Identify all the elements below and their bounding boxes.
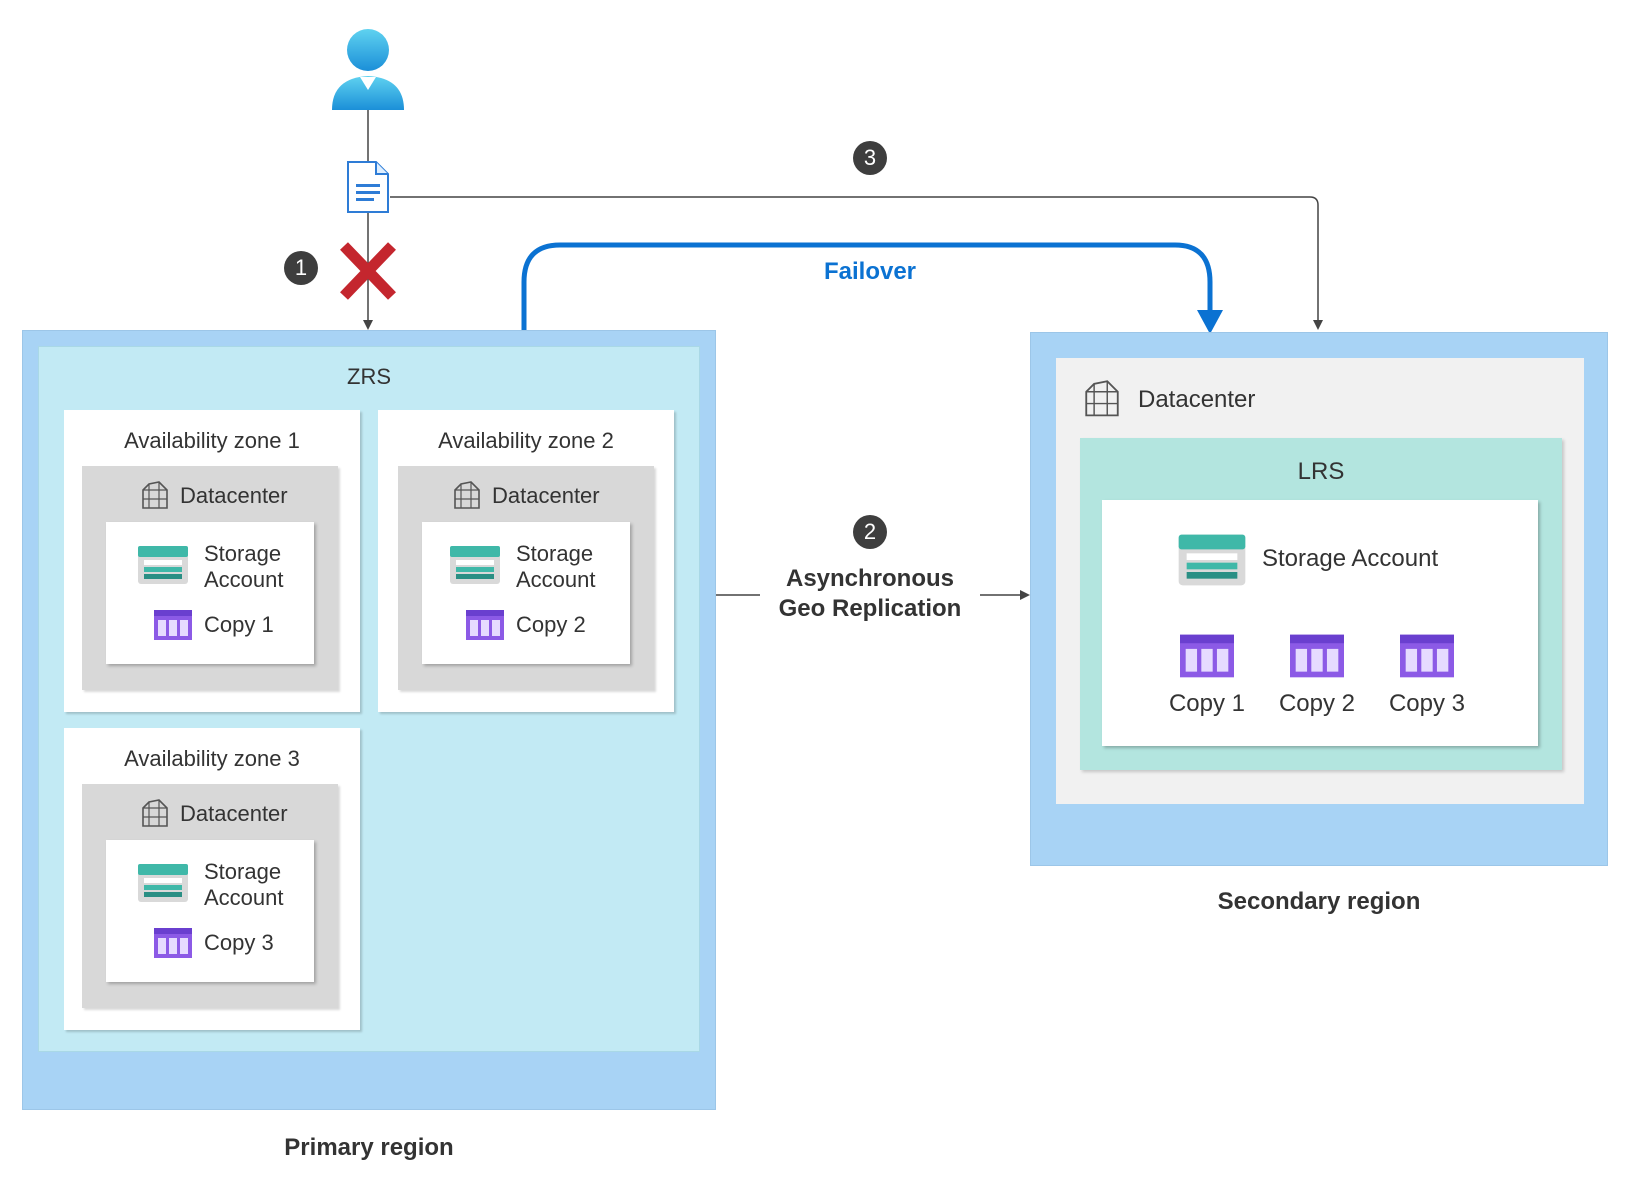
zone-3-storage-label: Storage Account [204, 859, 284, 911]
copy-icon [154, 928, 192, 958]
zone-1-storage-line1: Storage [204, 541, 282, 566]
secondary-datacenter-label: Datacenter [1138, 386, 1256, 413]
zone-2-storage-account [422, 522, 630, 664]
zone-3-storage-line1: Storage [204, 859, 282, 884]
zone-3-storage-line2: Account [204, 885, 284, 910]
document-to-secondary-arrow [390, 196, 1323, 330]
replication-label: Asynchronous Geo Replication [760, 564, 980, 624]
datacenter-icon [1085, 380, 1119, 417]
zone-1-storage-account [106, 522, 314, 664]
secondary-region-label: Secondary region [1217, 888, 1421, 915]
zone-1-storage-line2: Account [204, 567, 284, 592]
datacenter-icon [454, 481, 480, 509]
copy-icon [466, 610, 504, 640]
zone-2-copy-label: Copy 2 [516, 612, 586, 637]
document-icon [347, 161, 389, 213]
failover-arrowhead [1197, 310, 1223, 334]
step-badge-1: 1 [284, 251, 318, 285]
lrs-label: LRS [1297, 458, 1345, 485]
zone-3-datacenter-label: Datacenter [180, 801, 288, 826]
failover-arrow [521, 242, 1213, 330]
zone-2-datacenter-label: Datacenter [492, 483, 600, 508]
secondary-storage-account [1102, 500, 1538, 746]
step-badge-3: 3 [853, 141, 887, 175]
storage-account-icon [450, 546, 500, 584]
copy-icon [154, 610, 192, 640]
zone-1-datacenter-label: Datacenter [180, 483, 288, 508]
zone-1-storage-label: Storage Account [204, 541, 284, 593]
copy-icon [1180, 634, 1234, 678]
zrs-label: ZRS [347, 364, 391, 389]
storage-account-icon [1178, 534, 1246, 586]
datacenter-icon [142, 481, 168, 509]
failover-label: Failover [823, 258, 917, 285]
copy-icon [1290, 634, 1344, 678]
replication-label-line2: Geo Replication [778, 595, 962, 622]
zone-2-title: Availability zone 2 [438, 428, 614, 453]
zone-3-title: Availability zone 3 [124, 746, 300, 771]
copy-icon [1400, 634, 1454, 678]
datacenter-icon [142, 799, 168, 827]
user-icon [332, 29, 404, 110]
error-x-icon [340, 242, 396, 300]
secondary-copy-2-label: Copy 2 [1278, 690, 1356, 717]
zone-1-title: Availability zone 1 [124, 428, 300, 453]
secondary-copy-1-label: Copy 1 [1168, 690, 1246, 717]
storage-account-icon [138, 546, 188, 584]
primary-region-label: Primary region [284, 1134, 454, 1161]
zone-2-storage-line2: Account [516, 567, 596, 592]
zone-2-storage-label: Storage Account [516, 541, 596, 593]
zone-3-storage-account [106, 840, 314, 982]
storage-account-icon [138, 864, 188, 902]
zone-3-copy-label: Copy 3 [204, 930, 274, 955]
step-badge-2: 2 [853, 515, 887, 549]
replication-label-line1: Asynchronous [785, 565, 955, 592]
zone-1-copy-label: Copy 1 [204, 612, 274, 637]
secondary-copy-3-label: Copy 3 [1388, 690, 1466, 717]
secondary-storage-label: Storage Account [1262, 545, 1439, 572]
zone-2-storage-line1: Storage [516, 541, 594, 566]
